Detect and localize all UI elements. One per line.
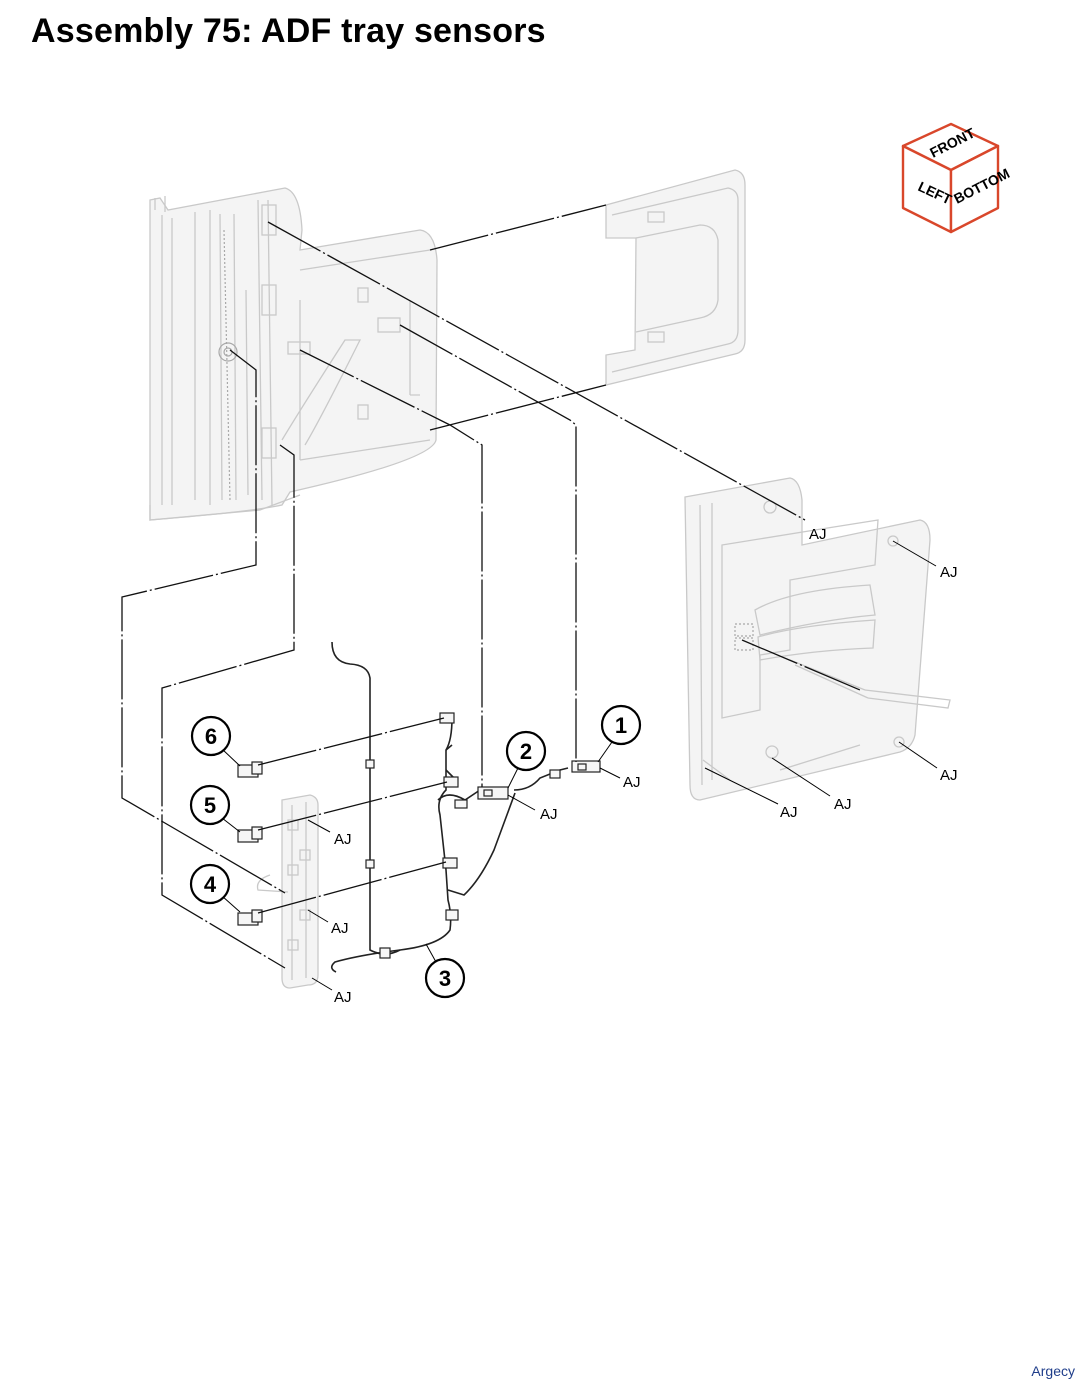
callout-6: 6 [190,715,241,767]
sensor-2 [477,786,509,800]
tray-cover [605,169,746,386]
aj-label-housing-bottom-right: AJ [940,767,958,784]
callout-1-number: 1 [615,713,627,738]
leader-lines [121,204,861,969]
aj-label-housing-top: AJ [809,526,827,543]
page-title: Assembly 75: ADF tray sensors [31,12,546,50]
aj-label-bracket-lower: AJ [334,989,352,1006]
callout-2: 2 [505,730,547,789]
aj-label-bracket-middle: AJ [331,920,349,937]
sensor-bracket [256,794,319,989]
callout-2-number: 2 [520,739,532,764]
sensor-4 [237,909,263,926]
callout-3: 3 [424,943,466,999]
sensor-1 [571,760,601,773]
orientation-cube: FRONT LEFT BOTTOM [901,122,1012,234]
sensor-5 [237,826,263,843]
callout-4-number: 4 [204,872,217,897]
aj-label-housing-bottom-left: AJ [780,804,798,821]
sensor-6 [237,761,263,778]
aj-references: AJ AJ AJ AJ AJ AJ AJ AJ AJ AJ [307,526,958,1006]
adf-tray-frame [149,187,438,521]
callout-6-number: 6 [205,724,217,749]
aj-label-housing-right: AJ [940,564,958,581]
watermark: Argecy [1031,1363,1075,1379]
callout-3-number: 3 [439,966,451,991]
aj-label-sensor-1: AJ [623,774,641,791]
callout-1: 1 [597,704,642,763]
callout-5: 5 [189,784,241,833]
aj-label-sensor-2: AJ [540,806,558,823]
callout-4: 4 [189,863,241,913]
side-housing [684,477,951,801]
aj-label-housing-bottom-middle: AJ [834,796,852,813]
aj-label-bracket-upper: AJ [334,831,352,848]
callout-5-number: 5 [204,793,216,818]
wire-harness [330,641,569,973]
